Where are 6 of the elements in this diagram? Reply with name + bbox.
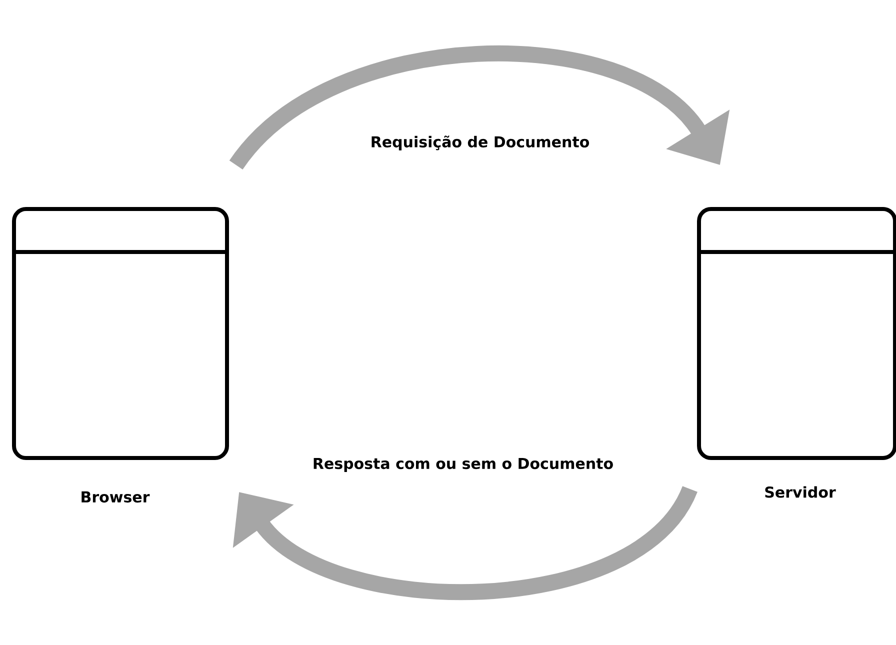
curved-arrow — [230, 46, 730, 170]
node-label: Servidor — [765, 486, 836, 498]
edge-label: Resposta com ou sem o Documento — [310, 456, 616, 474]
edge-label: Requisição de Documento — [368, 134, 592, 152]
curved-arrow — [232, 484, 697, 600]
node-label: Browser — [82, 491, 150, 503]
